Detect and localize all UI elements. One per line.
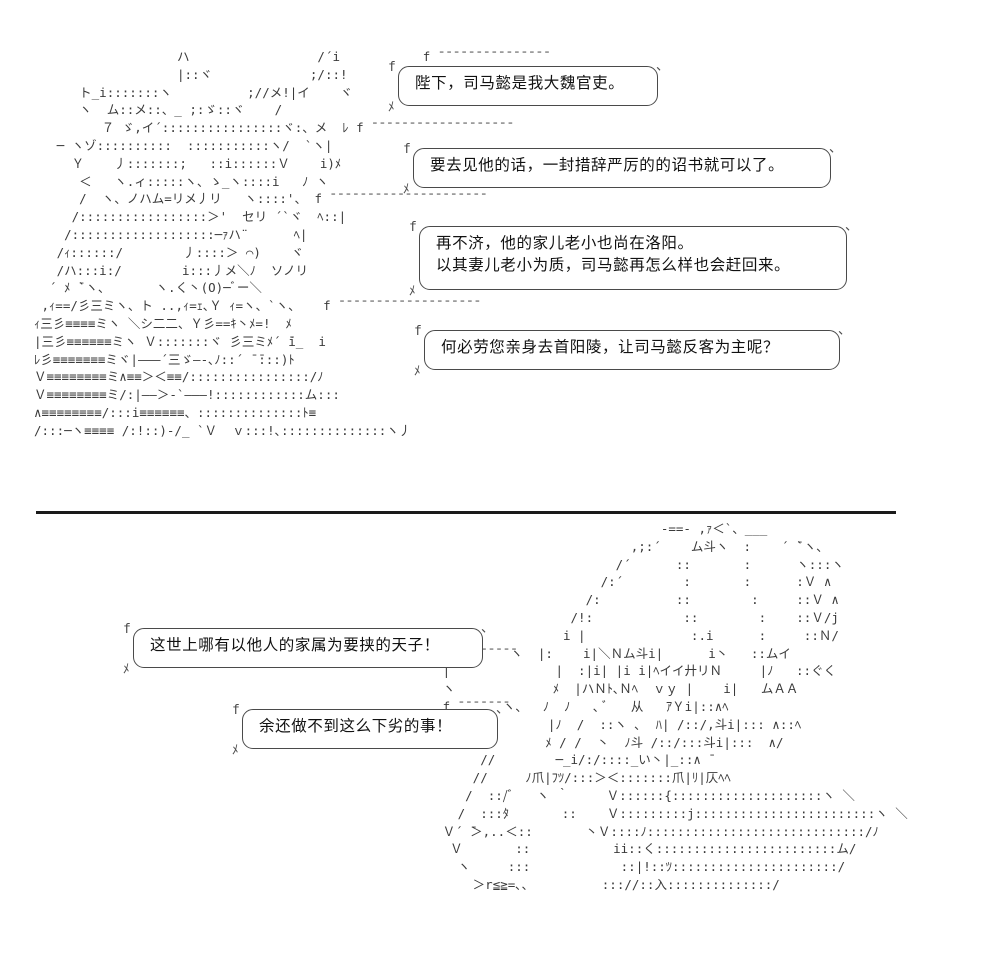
dialogue-line: 要去见他的话，一封措辞严厉的的诏书就可以了。	[430, 156, 785, 174]
dialogue-line: 以其妻儿老小为质，司马懿再怎么样也会赶回来。	[436, 256, 791, 274]
balloon-hook-icon: f	[388, 60, 396, 75]
ascii-art-bottom-panel: -==- ,ｧ＜`、___ ,;:´ ム斗ヽ : ´ ̄`ヽ、 /´ :: : …	[442, 521, 908, 892]
balloon-tick-icon: 、	[844, 219, 858, 234]
balloon-hook-icon: f	[414, 324, 422, 339]
dialogue-balloon-4: f 、 ﾒ 何必劳您亲身去首阳陵，让司马懿反客为主呢？	[414, 324, 851, 378]
balloon-tick-icon: 、	[837, 323, 851, 338]
balloon-hook-icon: f	[123, 622, 131, 637]
dialogue-line: 再不济，他的家儿老小也尚在洛阳。	[436, 234, 694, 252]
balloon-tail-icon: ﾒ	[409, 284, 416, 299]
balloon-tick-icon: 、	[495, 702, 509, 717]
dialogue-line: 陛下，司马懿是我大魏官吏。	[415, 74, 625, 92]
ascii-art-top-panel: ハ /´i f ̄ ̄ ̄ ̄ ̄ ̄ ̄ ̄ ̄ ̄ ̄ ̄ ̄ ̄ ̄ |:…	[34, 49, 544, 438]
dialogue-balloon-5: f 、 ﾒ 这世上哪有以他人的家属为要挟的天子！	[123, 622, 494, 676]
balloon-tick-icon: 、	[655, 59, 669, 74]
balloon-tail-icon: ﾒ	[414, 364, 421, 379]
dialogue-balloon-1: f 、 ﾒ 陛下，司马懿是我大魏官吏。	[388, 60, 669, 114]
balloon-hook-icon: f	[232, 703, 240, 718]
balloon-tail-icon: ﾒ	[232, 743, 239, 758]
dialogue-balloon-3: f 、 ﾒ 再不济，他的家儿老小也尚在洛阳。 以其妻儿老小为质，司马懿再怎么样也…	[409, 220, 858, 298]
balloon-tail-icon: ﾒ	[403, 182, 410, 197]
dialogue-balloon-2: f 、 ﾒ 要去见他的话，一封措辞严厉的的诏书就可以了。	[403, 142, 842, 196]
dialogue-line: 这世上哪有以他人的家属为要挟的天子！	[150, 636, 440, 654]
balloon-tail-icon: ﾒ	[388, 100, 395, 115]
balloon-hook-icon: f	[409, 220, 417, 235]
balloon-tick-icon: 、	[828, 141, 842, 156]
dialogue-line: 余还做不到这么下劣的事！	[259, 717, 453, 735]
panel-divider	[36, 511, 896, 514]
balloon-tail-icon: ﾒ	[123, 662, 130, 677]
dialogue-line: 何必劳您亲身去首阳陵，让司马懿反客为主呢？	[441, 338, 780, 356]
balloon-hook-icon: f	[403, 142, 411, 157]
balloon-tick-icon: 、	[480, 621, 494, 636]
dialogue-balloon-6: f 、 ﾒ 余还做不到这么下劣的事！	[232, 703, 509, 757]
